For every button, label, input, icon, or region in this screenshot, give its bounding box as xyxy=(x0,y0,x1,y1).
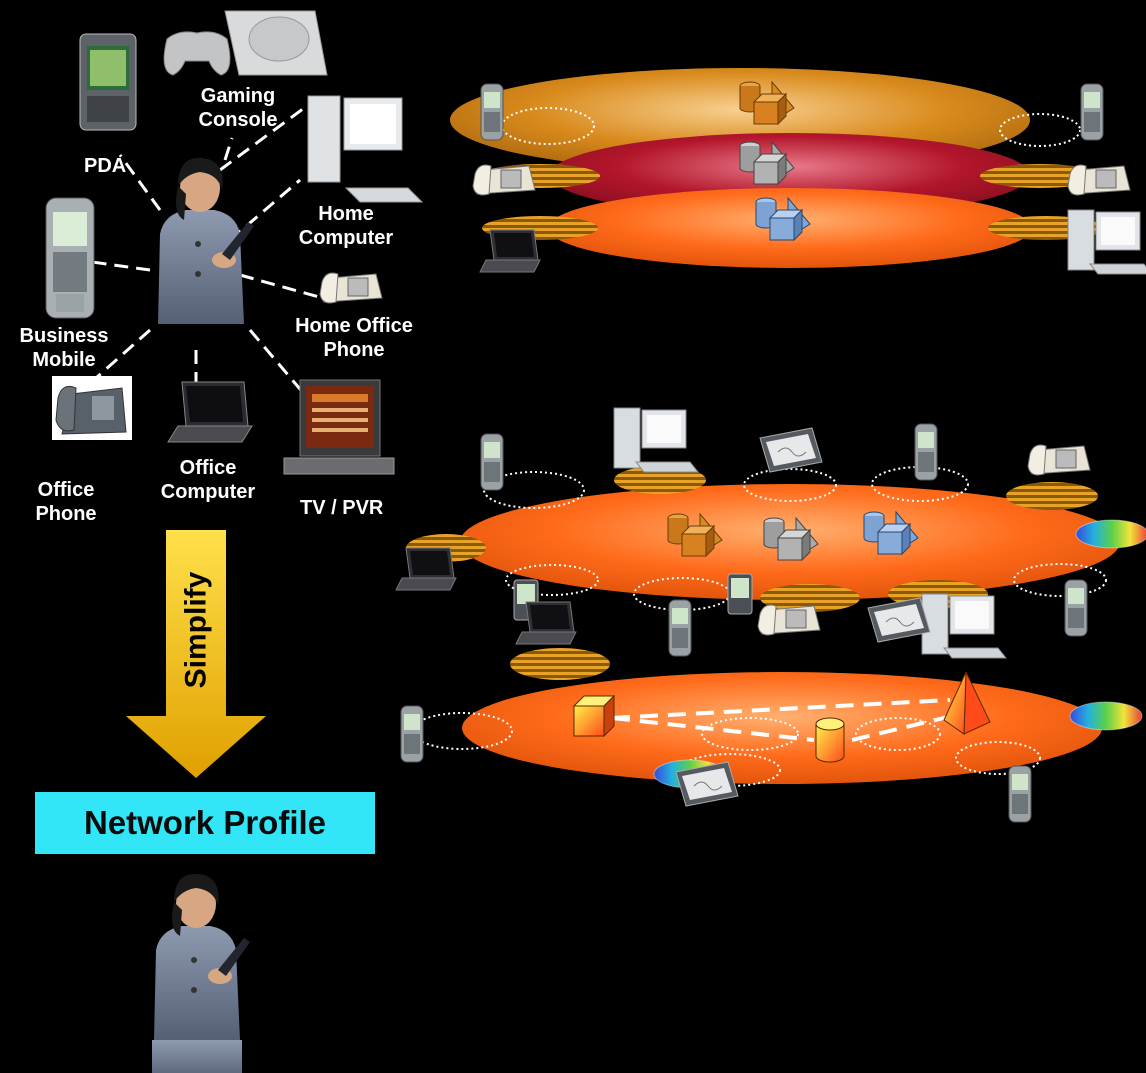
laptop-icon xyxy=(395,547,457,591)
label-tv-pvr: TV / PVR xyxy=(300,497,384,519)
mobile-phone-icon xyxy=(400,705,424,763)
network-converged xyxy=(406,466,1120,612)
pyramid-icon xyxy=(943,671,991,735)
laptop-icon xyxy=(167,381,253,443)
home-computer-icon xyxy=(307,95,424,203)
label-gaming-console: Gaming Console xyxy=(198,85,278,131)
desk-phone-icon xyxy=(52,376,132,440)
mobile-phone-icon xyxy=(480,83,504,141)
desk-phone-icon xyxy=(1027,444,1091,476)
mobile-phone-icon xyxy=(45,197,95,319)
mobile-phone-icon xyxy=(668,599,692,657)
pda-icon xyxy=(79,33,137,131)
desk-phone-icon xyxy=(1067,164,1131,196)
label-home-office-phone: Home Office Phone xyxy=(295,315,413,361)
label-office-computer: Office Computer xyxy=(160,457,256,503)
laptop-icon xyxy=(479,229,541,273)
mobile-phone-icon xyxy=(480,433,504,491)
pda-icon xyxy=(727,573,753,615)
color-disc-icon xyxy=(1069,701,1143,731)
mobile-phone-icon xyxy=(1064,579,1088,637)
person-icon xyxy=(158,157,254,324)
cube-icon xyxy=(572,694,616,738)
home-computer-icon xyxy=(613,407,699,473)
desk-phone-icon xyxy=(757,604,821,636)
tablet-icon xyxy=(759,427,823,473)
network-profile xyxy=(411,648,1102,787)
mobile-phone-icon xyxy=(1008,765,1032,823)
simplify-label: Simplify xyxy=(179,571,213,689)
desk-phone-icon xyxy=(319,272,383,304)
label-business-mobile: Business Mobile xyxy=(19,325,109,371)
tablet-icon xyxy=(867,597,931,643)
home-computer-icon xyxy=(1067,209,1146,275)
network-profile-label: Network Profile xyxy=(35,792,375,854)
mobile-phone-icon xyxy=(1080,83,1104,141)
color-disc-icon xyxy=(1075,519,1146,549)
network-layers-top xyxy=(450,68,1104,268)
mobile-phone-icon xyxy=(914,423,938,481)
desk-phone-icon xyxy=(472,164,536,196)
cylinder-icon xyxy=(815,717,845,763)
label-home-computer: Home Computer xyxy=(298,203,394,249)
gaming-console-icon xyxy=(163,10,328,76)
label-office-phone: Office Phone xyxy=(35,479,97,525)
home-computer-icon xyxy=(921,593,1007,659)
tv-icon xyxy=(283,379,395,475)
label-pda: PDA xyxy=(84,155,127,177)
person-icon xyxy=(152,873,250,1073)
simplify-arrow xyxy=(126,530,266,778)
